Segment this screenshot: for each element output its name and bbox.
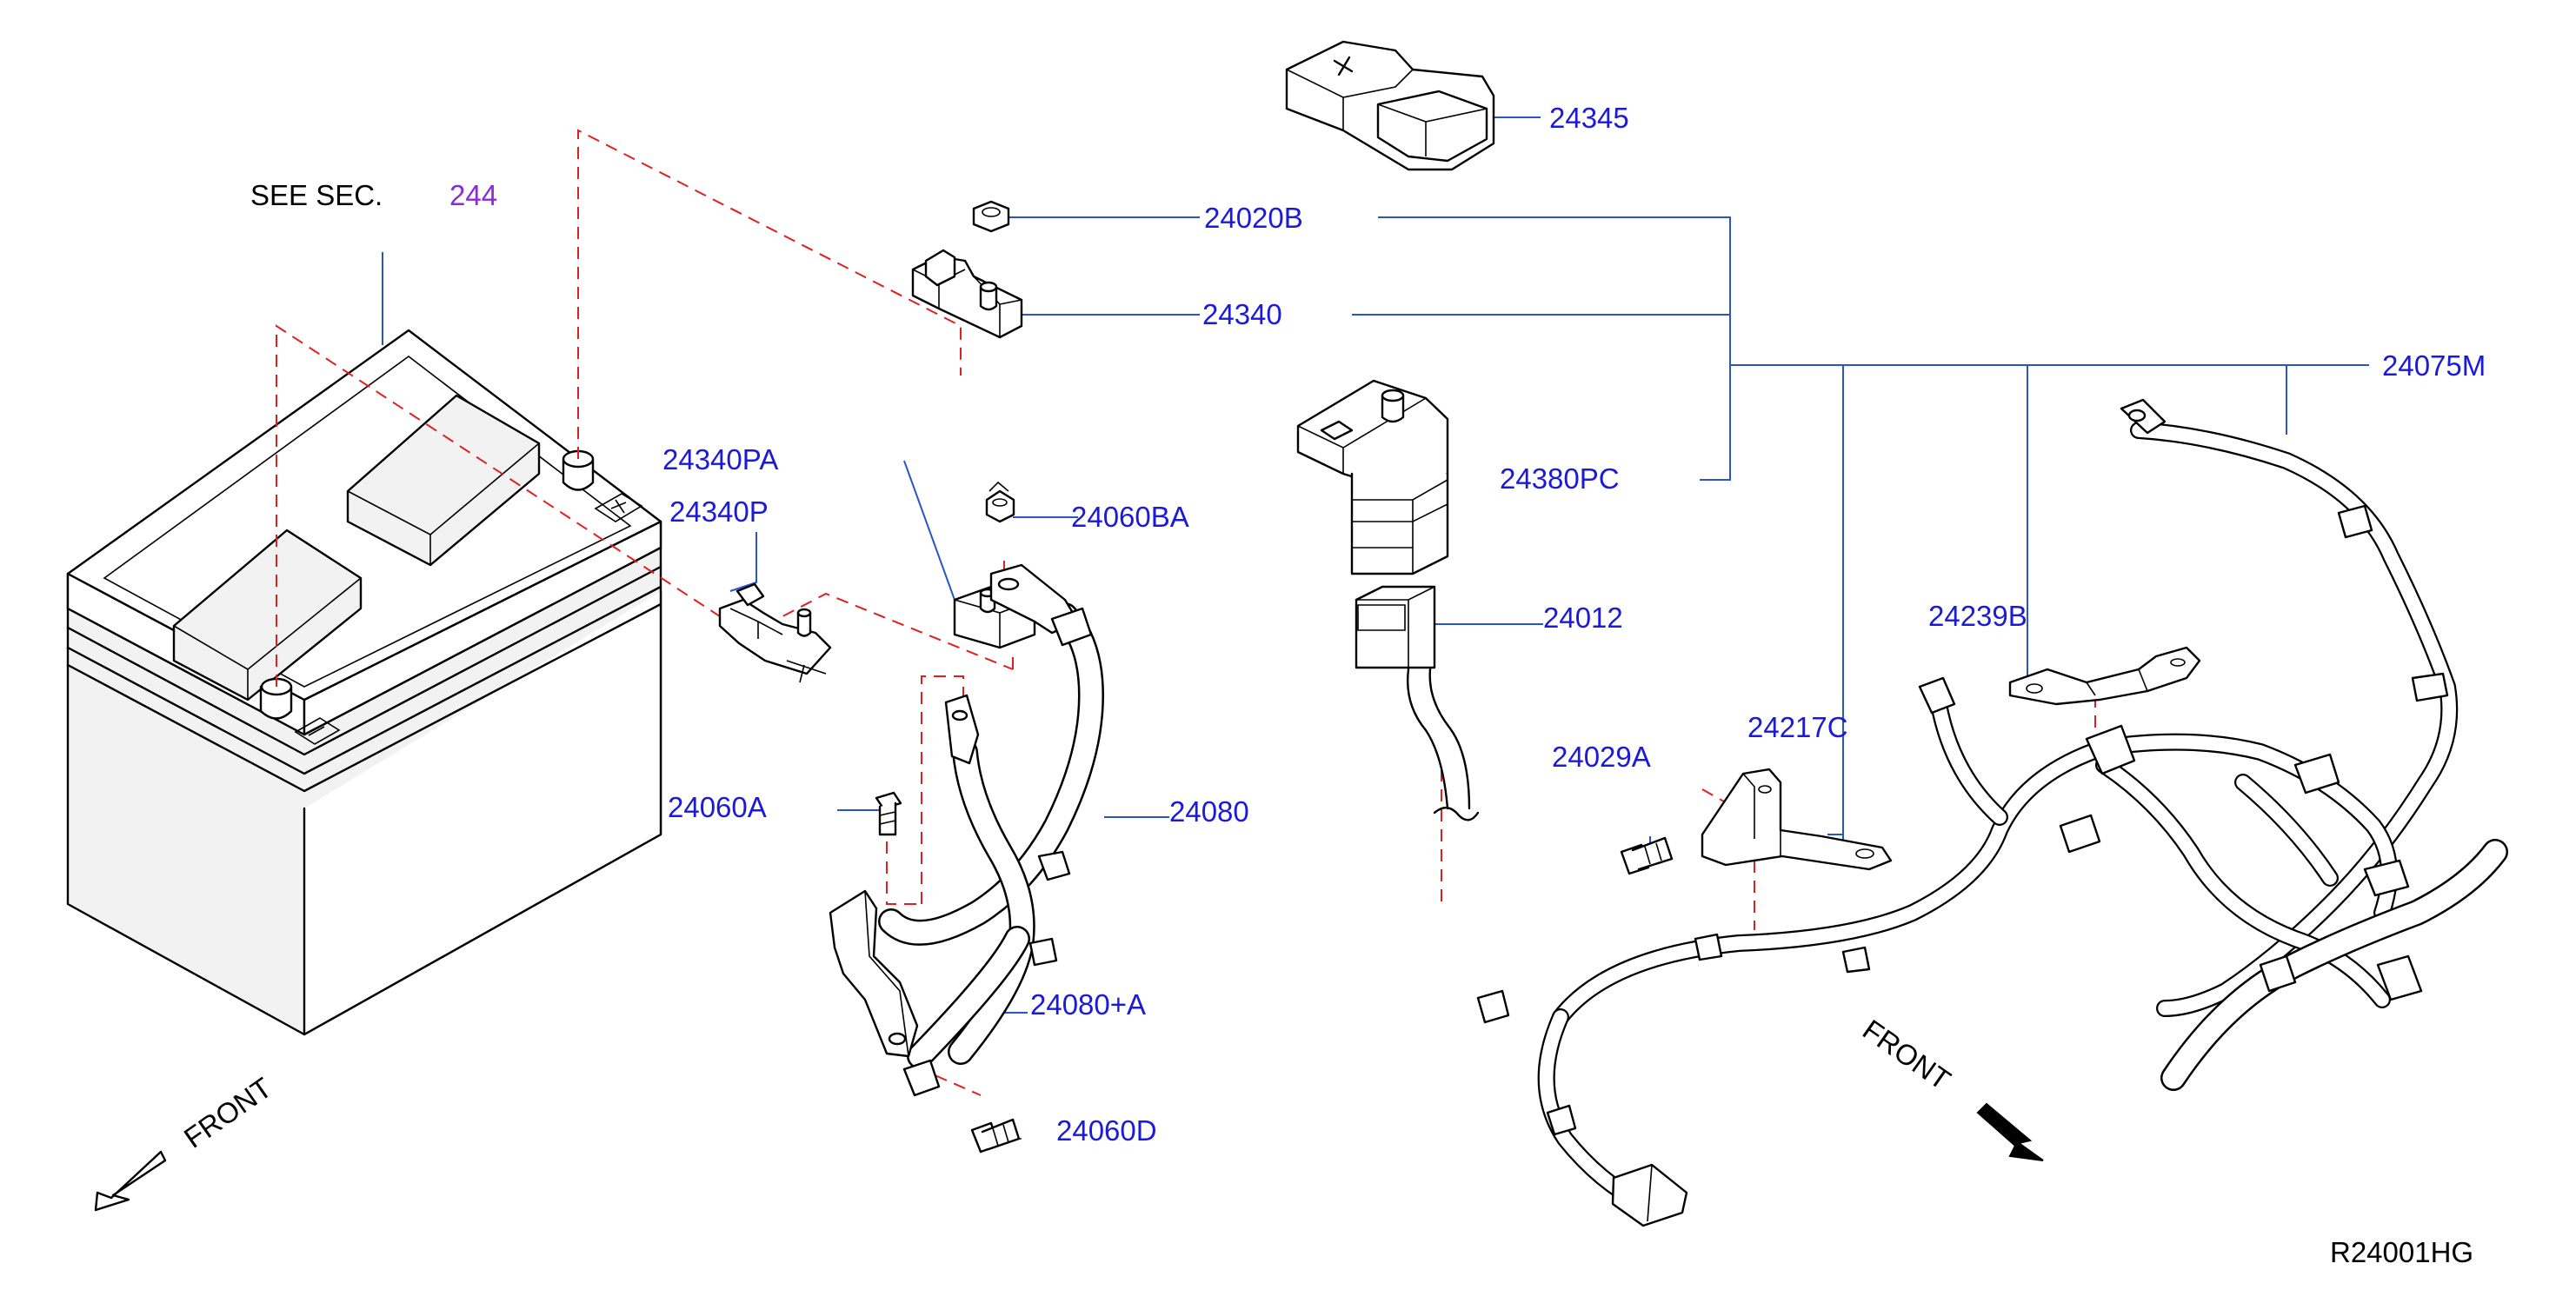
battery-case-side: [303, 589, 662, 1036]
part-label-24380pc: 24380PC: [1500, 462, 1620, 495]
bolt-24029a: [1620, 836, 1674, 875]
battery-cable-24080: [829, 563, 1104, 1097]
part-label-24012: 24012: [1543, 602, 1623, 634]
part-label-24060d: 24060D: [1056, 1114, 1157, 1147]
bracket-24239b: [2008, 646, 2201, 706]
battery-vent-cover-right: [346, 394, 541, 567]
front-direction-label-right: FRONT: [1857, 1013, 1956, 1095]
plus-icon: [1333, 56, 1354, 76]
part-label-24080: 24080: [1169, 795, 1249, 828]
battery: [66, 329, 662, 1036]
front-arrow-left-icon: [94, 1150, 167, 1212]
front-arrow-right-icon: [1976, 1102, 2044, 1161]
leader-lines: [382, 116, 2369, 1140]
part-label-24340p: 24340P: [669, 495, 769, 528]
part-label-24345: 24345: [1549, 102, 1629, 134]
part-label-24340: 24340: [1202, 298, 1282, 330]
part-label-24060ba: 24060BA: [1071, 501, 1189, 533]
terminal-cover-24345: [1285, 40, 1495, 171]
fusible-link-box-24380pc: [1296, 379, 1449, 575]
see-section-number-link[interactable]: 244: [449, 179, 497, 211]
harness-24075m: [1476, 398, 2508, 1227]
part-label-24340pa: 24340PA: [662, 443, 778, 475]
part-label-24060a: 24060A: [668, 791, 767, 823]
part-label-24029a: 24029A: [1552, 741, 1651, 773]
bolt-24060d: [970, 1118, 1021, 1154]
part-label-24075m: 24075M: [2382, 349, 2486, 382]
part-label-24217c: 24217C: [1747, 711, 1848, 743]
connector-24012: [1355, 585, 1480, 821]
bolt-24060a: [875, 791, 902, 836]
nut-24020b: [972, 200, 1010, 233]
bracket-24217c: [1701, 768, 1893, 871]
see-section-label: SEE SEC.: [250, 179, 383, 211]
part-label-24020b: 24020B: [1204, 202, 1303, 234]
front-direction-label-left: FRONT: [178, 1071, 277, 1154]
drawing-code: R24001HG: [2330, 1236, 2473, 1268]
nut-24060ba: [985, 481, 1015, 523]
terminal-clamp-24340: [911, 249, 1023, 339]
fuse-24340p: [718, 582, 832, 683]
battery-vent-cover-left: [172, 529, 363, 702]
part-label-24239b: 24239B: [1928, 600, 2027, 632]
part-label-24080-a: 24080+A: [1030, 988, 1146, 1021]
